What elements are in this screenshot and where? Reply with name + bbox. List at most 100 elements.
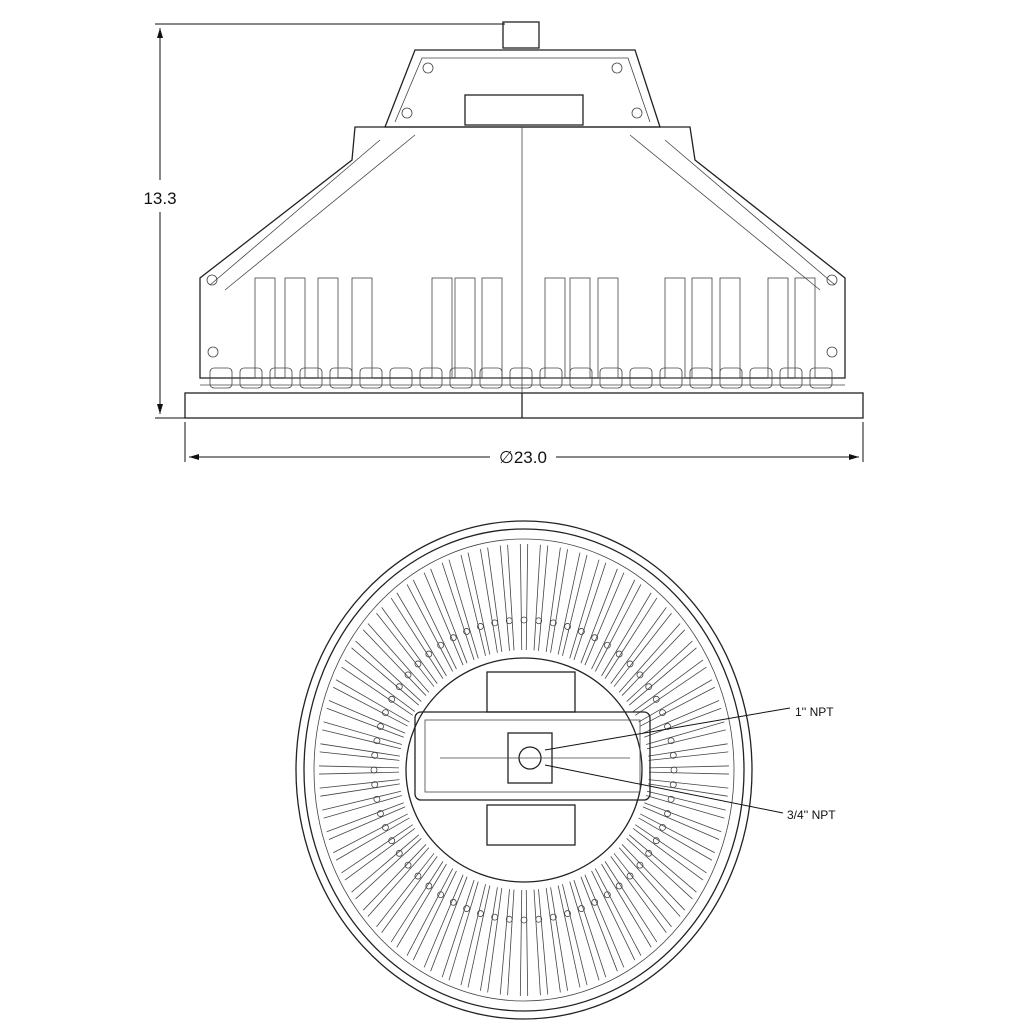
fin-screw [388, 695, 396, 703]
fin-edge [441, 562, 475, 661]
fin-screw [382, 824, 389, 831]
callout-3-4in-npt: 3/4'' NPT [787, 808, 836, 822]
conduit-fitting [502, 21, 540, 49]
fin-edge [618, 623, 681, 693]
side-fin [431, 277, 453, 379]
fin-foot [509, 367, 533, 389]
fin-edge [550, 887, 569, 991]
fin-foot [719, 367, 743, 389]
fin-edge [320, 783, 400, 797]
fin-screw [636, 671, 644, 679]
fin-edge [344, 659, 416, 712]
fin-edge [545, 888, 561, 993]
fin-screw [670, 766, 678, 774]
fin-edge [533, 889, 541, 996]
fin-edge [545, 547, 561, 652]
fin-screw [377, 810, 384, 817]
fin-edge [642, 806, 720, 840]
fin-edge [406, 584, 454, 672]
fin-edge [646, 721, 725, 745]
fin-edge [335, 679, 410, 723]
fin-edge [412, 870, 457, 961]
fin-edge [626, 838, 693, 900]
fin-screw [535, 915, 543, 923]
fin-screw [373, 795, 381, 803]
side-fin [767, 277, 789, 379]
fin-edge [441, 879, 475, 978]
fin-edge [328, 806, 406, 840]
fin-foot [749, 367, 773, 389]
fin-edge [562, 884, 588, 986]
fin-edge [367, 847, 430, 917]
fin-screw [477, 910, 484, 917]
side-view: 13.3 ∅23.0 [143, 21, 864, 467]
fin-edge [381, 607, 438, 684]
fin-edge [320, 743, 400, 757]
fin-edge [594, 868, 642, 956]
fin-screw [659, 824, 666, 831]
fin-edge [335, 817, 410, 861]
fin-edge [644, 707, 722, 738]
side-fin [317, 277, 339, 379]
fin-edge [628, 834, 697, 893]
fin-edge [322, 729, 402, 750]
fin-screw [425, 882, 433, 890]
fin-edge [499, 889, 510, 995]
fin-screw [449, 898, 457, 906]
fin-screw [603, 891, 611, 899]
fin-edge [448, 881, 479, 981]
fin-edge [406, 868, 454, 956]
fin-foot [479, 367, 503, 389]
fin-screw [425, 650, 433, 658]
fin-screw [404, 671, 412, 679]
fin-edge [538, 889, 549, 995]
fin-foot [299, 367, 323, 389]
driver-box-top [486, 671, 576, 713]
fin-screw [395, 683, 403, 691]
fin-screw [463, 905, 470, 912]
fin-edge [362, 629, 427, 696]
fin-screw [395, 849, 403, 857]
fin-edge [396, 863, 447, 948]
fin-edge [613, 853, 672, 928]
side-fin [719, 277, 741, 379]
fin-edge [573, 562, 607, 661]
fin-screw [549, 913, 557, 921]
fin-screw [414, 660, 422, 668]
fin-edge [621, 629, 686, 696]
fin-screw [652, 837, 660, 845]
fin-edge [333, 813, 408, 854]
side-fin [254, 277, 276, 379]
fin-edge [479, 549, 498, 653]
fin-edge [507, 544, 515, 651]
fin-edge [423, 572, 464, 666]
fin-edge [604, 861, 658, 943]
fin-edge [326, 802, 404, 833]
fin-edge [569, 559, 600, 659]
fin-edge [648, 779, 729, 789]
fin-screw [636, 861, 644, 869]
driver-box-bottom [486, 804, 576, 846]
callout-1in-npt: 1'' NPT [795, 705, 834, 719]
fin-edge [355, 838, 422, 900]
fin-screw [377, 723, 384, 730]
fin-edge [584, 874, 625, 968]
fin-edge [323, 795, 402, 819]
diameter-dimension-label: ∅23.0 [499, 448, 547, 467]
fin-edge [362, 844, 427, 911]
fin-edge [632, 659, 704, 712]
fin-edge [381, 856, 438, 933]
fin-screw [659, 709, 666, 716]
mount-box [384, 49, 661, 128]
fin-edge [430, 568, 468, 664]
fin-edge [396, 592, 447, 677]
fin-foot [269, 367, 293, 389]
fin-foot [569, 367, 593, 389]
fin-screw [603, 641, 611, 649]
fin-edge [525, 544, 529, 651]
fin-edge [610, 607, 667, 684]
fin-edge [648, 751, 729, 761]
side-fin [284, 277, 306, 379]
fin-edge [569, 881, 600, 981]
